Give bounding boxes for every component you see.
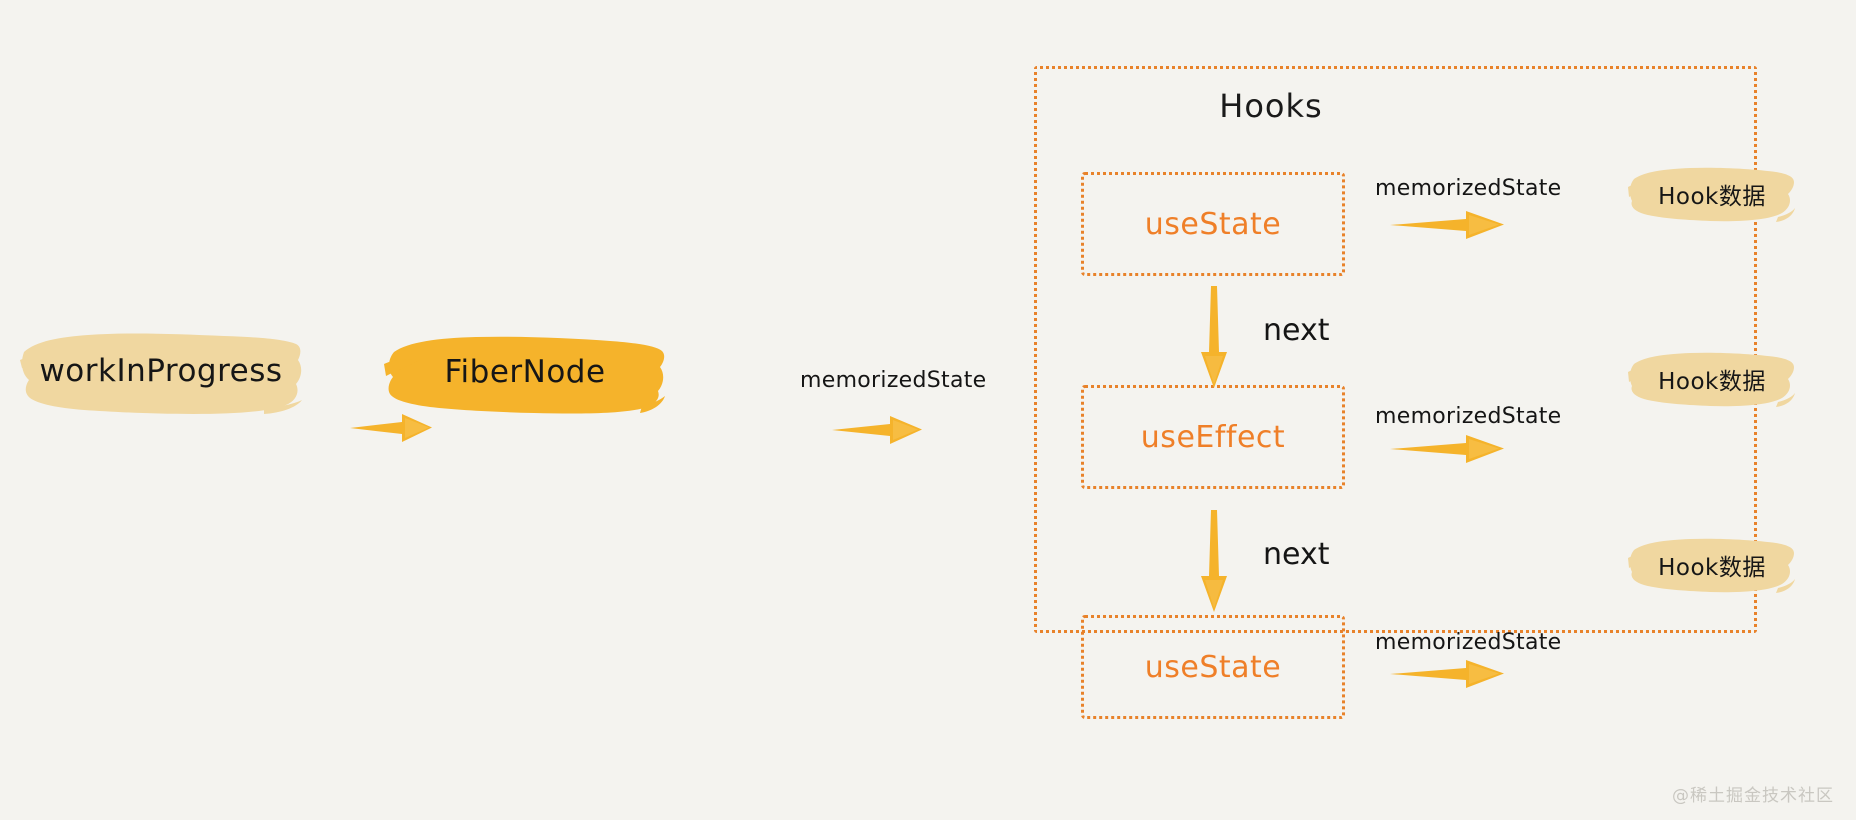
label-memorized-state-3: memorizedState xyxy=(1375,630,1562,655)
hook-box-usestate-2[interactable]: useState xyxy=(1081,615,1345,719)
hook-label: useEffect xyxy=(1140,419,1286,455)
arrow-hook-data-2 xyxy=(1390,432,1506,470)
label-next-1: next xyxy=(1263,313,1330,348)
label-memorized-state-1: memorizedState xyxy=(1375,176,1562,201)
hooks-container xyxy=(1034,66,1757,633)
hook-data-label: Hook数据 xyxy=(1658,184,1766,210)
brush-stroke-orange xyxy=(384,336,665,414)
brush-stroke-tan xyxy=(1628,167,1795,222)
hook-data-block-1: Hook数据 xyxy=(1628,163,1796,225)
node-label: workInProgress xyxy=(39,353,283,389)
node-work-in-progress: workInProgress xyxy=(18,322,304,420)
hook-box-useeffect[interactable]: useEffect xyxy=(1081,385,1345,489)
arrow-hook-data-1 xyxy=(1390,208,1506,246)
hook-data-block-3: Hook数据 xyxy=(1628,534,1796,596)
label-memorized-state-2: memorizedState xyxy=(1375,404,1562,429)
brush-stroke-tan xyxy=(20,333,302,414)
hook-data-label: Hook数据 xyxy=(1658,369,1766,395)
brush-stroke-tan xyxy=(1628,352,1795,407)
node-label: FiberNode xyxy=(444,354,606,390)
arrow-wip-to-fiber xyxy=(350,410,434,450)
watermark: @稀土掘金技术社区 xyxy=(1672,786,1834,806)
hook-label: useState xyxy=(1144,206,1282,242)
hook-data-label: Hook数据 xyxy=(1658,555,1766,581)
label-memorized-state-main: memorizedState xyxy=(800,368,987,393)
node-fiber-node: FiberNode xyxy=(384,330,666,414)
arrow-next-2 xyxy=(1192,510,1238,618)
arrow-next-1 xyxy=(1192,286,1238,394)
hook-box-usestate-1[interactable]: useState xyxy=(1081,172,1345,276)
hook-label: useState xyxy=(1144,649,1282,685)
label-next-2: next xyxy=(1263,537,1330,572)
arrow-hook-data-3 xyxy=(1390,657,1506,695)
arrow-fiber-to-hooks xyxy=(832,412,924,452)
hooks-title: Hooks xyxy=(1219,87,1323,125)
hook-data-block-2: Hook数据 xyxy=(1628,348,1796,410)
brush-stroke-tan xyxy=(1628,538,1795,593)
